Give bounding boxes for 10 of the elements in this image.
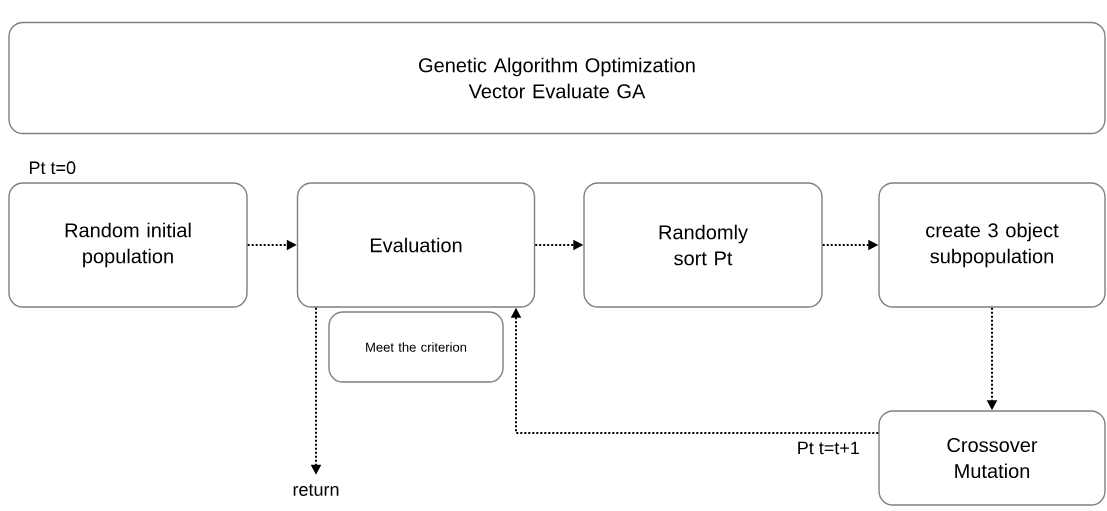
condition-box: Meet the criterion xyxy=(328,311,504,383)
end-label: return xyxy=(293,484,339,496)
title-box: Genetic Algorithm Optimization Vector Evaluate GA xyxy=(8,21,1106,135)
process-box: Random initial population xyxy=(8,182,248,308)
process-box: Crossover Mutation xyxy=(878,410,1106,506)
process-box: Evaluation xyxy=(296,182,536,308)
edge-label: Pt t=t+1 xyxy=(795,440,861,456)
process-box: Randomly sort Pt xyxy=(583,182,823,308)
node-caption: Pt t=0 xyxy=(30,161,76,175)
process-box: create 3 object subpopulation xyxy=(878,182,1106,308)
